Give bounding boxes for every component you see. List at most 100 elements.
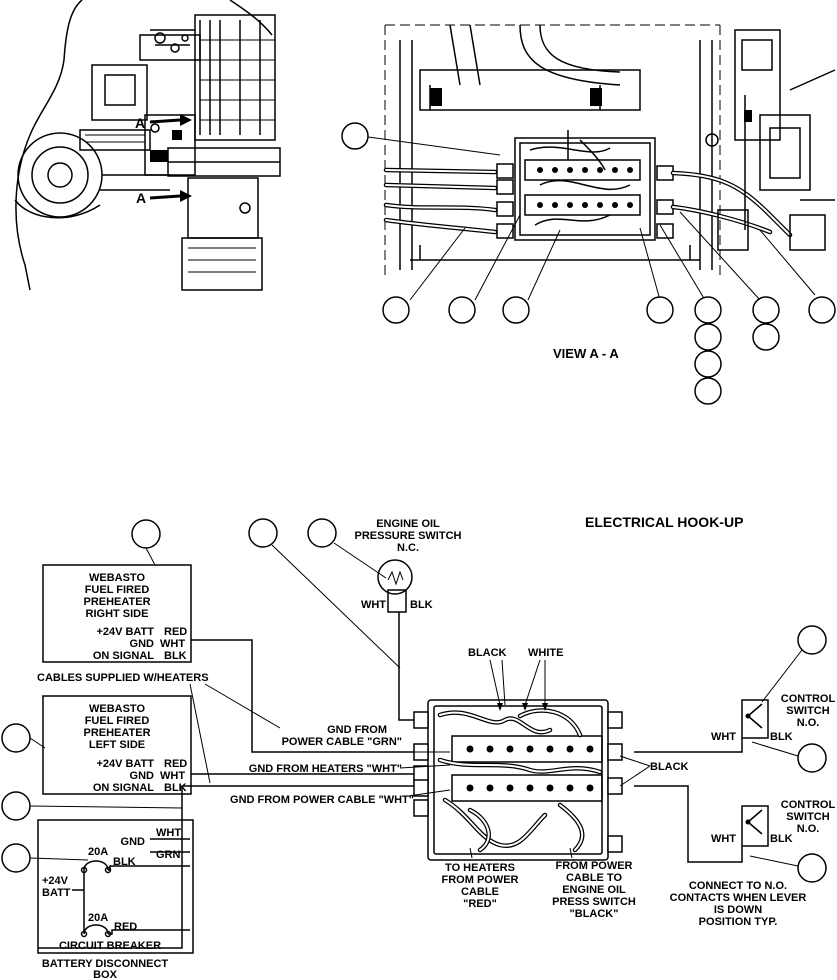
connect-no-line: POSITION TYP. <box>699 916 778 928</box>
control-switch-upper: CONTROL SWITCH N.O. WHT BLK <box>711 693 836 743</box>
control-switch-title-line: N.O. <box>797 717 820 729</box>
to-heaters-line: CABLE <box>461 886 499 898</box>
black-right-label: BLACK <box>650 761 689 773</box>
terminal-label: ON SIGNAL <box>93 650 154 662</box>
callout-bubble <box>797 625 827 655</box>
terminal-label: GND <box>130 638 155 650</box>
battery-gnd-label: GND <box>121 836 146 848</box>
control-switch-title-line: SWITCH <box>786 705 829 717</box>
heater-right-name-line: FUEL FIRED <box>85 584 150 596</box>
breaker-top-rating: 20A <box>88 846 108 858</box>
control-switch-wht-label: WHT <box>711 833 736 845</box>
terminal-color: BLK <box>164 782 187 794</box>
callout-bubble <box>694 296 722 324</box>
hookup-callouts <box>1 518 827 883</box>
battery-caption-line: BOX <box>93 969 118 980</box>
control-switch-wht-label: WHT <box>711 731 736 743</box>
callout-bubble <box>131 519 161 549</box>
oil-pressure-switch: ENGINE OIL PRESSURE SWITCH N.C. WHT BLK <box>355 518 462 613</box>
black-top-label: BLACK <box>468 647 507 659</box>
oil-switch-title-line: N.C. <box>397 542 419 554</box>
control-switch-blk-label: BLK <box>770 731 793 743</box>
terminal-color: RED <box>164 758 187 770</box>
connect-no-line: CONNECT TO N.O. <box>689 880 787 892</box>
heater-left-box: WEBASTO FUEL FIRED PREHEATER LEFT SIDE +… <box>42 695 192 795</box>
oil-switch-title-line: ENGINE OIL <box>376 518 440 530</box>
callout-bubble <box>694 377 722 405</box>
callout-bubble <box>1 791 31 821</box>
battery-red-label: RED <box>114 921 137 933</box>
battery-grn-label: GRN <box>156 849 181 861</box>
terminal-label: GND <box>130 770 155 782</box>
hookup-wires <box>38 612 743 949</box>
to-heaters-note: TO HEATERS FROM POWER CABLE "RED" <box>442 862 519 910</box>
control-switch-lower: CONTROL SWITCH N.O. WHT BLK <box>711 799 835 847</box>
control-switch-title-line: SWITCH <box>786 811 829 823</box>
white-top-label: WHITE <box>528 647 563 659</box>
control-switch-title-line: N.O. <box>797 823 820 835</box>
terminal-color: BLK <box>164 650 187 662</box>
callout-bubble <box>808 296 836 324</box>
gnd-heaters-wht-label: GND FROM HEATERS "WHT" <box>249 763 402 775</box>
callout-bubble <box>752 323 780 351</box>
heater-right-name-line: RIGHT SIDE <box>86 608 149 620</box>
callout-bubble <box>307 518 337 548</box>
terminal-color: WHT <box>160 638 185 650</box>
callout-bubble <box>502 296 530 324</box>
to-heaters-line: FROM POWER <box>442 874 519 886</box>
callout-bubble <box>448 296 476 324</box>
battery-caption-line: BATTERY DISCONNECT <box>42 958 169 970</box>
battery-wht-label: WHT <box>156 827 181 839</box>
terminal-label: +24V BATT <box>96 626 154 638</box>
to-heaters-line: TO HEATERS <box>445 862 515 874</box>
cables-supplied-label: CABLES SUPPLIED W/HEATERS <box>37 672 209 684</box>
callout-bubble <box>248 518 278 548</box>
callout-bubble <box>382 296 410 324</box>
junction-box <box>399 659 651 861</box>
connect-no-line: CONTACTS WHEN LEVER <box>670 892 807 904</box>
callout-bubble <box>694 323 722 351</box>
battery-batt-label: BATT <box>42 887 71 899</box>
connect-no-line: IS DOWN <box>714 904 762 916</box>
callout-bubble <box>797 853 827 883</box>
heater-left-name-line: WEBASTO <box>89 703 145 715</box>
oil-switch-title-line: PRESSURE SWITCH <box>355 530 462 542</box>
from-power-line: PRESS SWITCH <box>552 896 636 908</box>
heater-left-name-line: FUEL FIRED <box>85 715 150 727</box>
terminal-label: ON SIGNAL <box>93 782 154 794</box>
callout-bubble <box>752 296 780 324</box>
hookup-title: ELECTRICAL HOOK-UP <box>585 514 743 530</box>
callout-bubble <box>1 723 31 753</box>
view-a-a-label: VIEW A - A <box>553 346 619 361</box>
heater-left-name-line: LEFT SIDE <box>89 739 145 751</box>
breaker-bottom-rating: 20A <box>88 912 108 924</box>
battery-blk-label: BLK <box>113 856 136 868</box>
from-power-line: FROM POWER <box>556 860 633 872</box>
heater-right-box: WEBASTO FUEL FIRED PREHEATER RIGHT SIDE … <box>42 564 192 663</box>
from-power-line: CABLE TO <box>566 872 622 884</box>
gnd-power-grn-line1: GND FROM <box>327 724 387 736</box>
section-mark-upper: A <box>135 115 145 131</box>
heater-right-name-line: PREHEATER <box>83 596 150 608</box>
callout-bubble <box>797 743 827 773</box>
from-power-line: ENGINE OIL <box>562 884 626 896</box>
gnd-power-grn-line2: POWER CABLE "GRN" <box>282 736 402 748</box>
battery-plus24-label: +24V <box>42 875 69 887</box>
gnd-power-wht-label: GND FROM POWER CABLE "WHT" <box>230 794 414 806</box>
callout-bubble <box>646 296 674 324</box>
from-power-note: FROM POWER CABLE TO ENGINE OIL PRESS SWI… <box>552 860 636 920</box>
battery-disconnect-box: GND WHT GRN 20A BLK +24V BATT 20A RED CI… <box>37 819 194 980</box>
from-power-line: "BLACK" <box>570 908 619 920</box>
heater-left-name-line: PREHEATER <box>83 727 150 739</box>
callout-bubble <box>694 350 722 378</box>
to-heaters-line: "RED" <box>463 898 497 910</box>
terminal-color: WHT <box>160 770 185 782</box>
view-a-a-illustration <box>383 24 836 280</box>
control-switch-title-line: CONTROL <box>781 693 836 705</box>
section-mark-lower: A <box>136 190 146 206</box>
circuit-breaker-label: CIRCUIT BREAKER <box>59 940 161 952</box>
heater-right-name-line: WEBASTO <box>89 572 145 584</box>
oil-switch-wht-label: WHT <box>361 599 386 611</box>
control-switch-blk-label: BLK <box>770 833 793 845</box>
